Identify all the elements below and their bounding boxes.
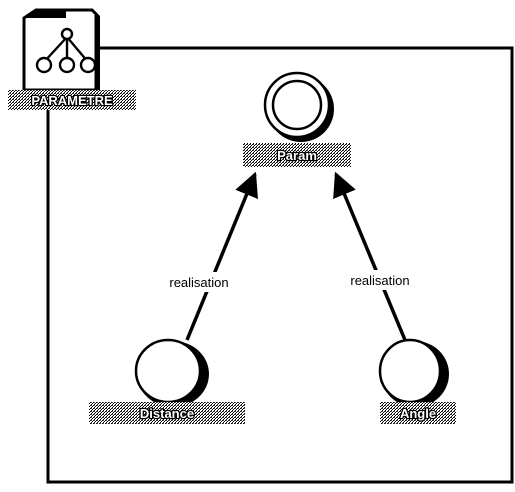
node-angle-label-bg	[380, 402, 456, 424]
package-name-label: PARAMETRE	[8, 90, 136, 110]
package-frame	[46, 46, 514, 484]
edge-label-angle-param: realisation	[350, 273, 409, 288]
node-angle-label: Angle	[400, 406, 436, 421]
node-distance-label: Distance	[140, 406, 194, 421]
node-param-label-bg	[243, 143, 351, 167]
node-distance[interactable]: Distance	[89, 338, 245, 424]
edge-label-distance-param: realisation	[169, 275, 228, 290]
node-angle[interactable]: Angle	[378, 338, 456, 424]
node-param-label: Param	[277, 148, 317, 163]
package-name-text: PARAMETRE	[31, 93, 113, 108]
edge-angle-param[interactable]: realisation	[333, 171, 419, 341]
node-distance-label-bg	[89, 402, 245, 424]
edge-distance-param[interactable]: realisation	[160, 171, 258, 341]
hierarchy-folder-icon[interactable]	[22, 8, 100, 94]
node-param[interactable]: Param	[243, 71, 351, 167]
